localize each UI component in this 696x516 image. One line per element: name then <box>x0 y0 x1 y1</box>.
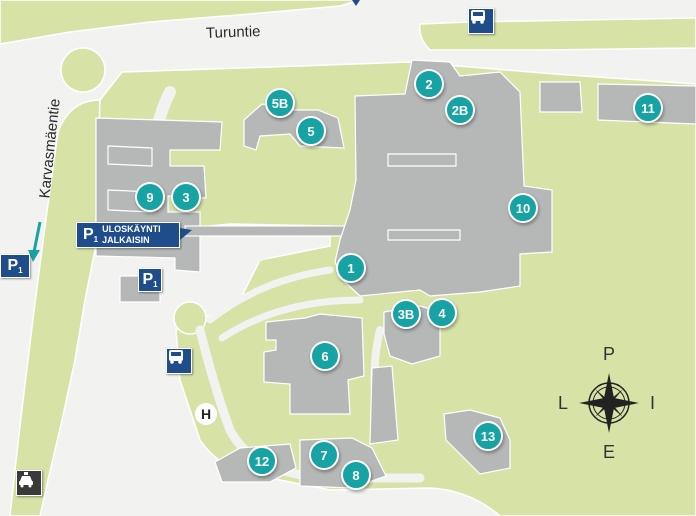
taxi-icon <box>19 472 33 488</box>
parking-sign-left[interactable]: P 1 <box>0 254 30 278</box>
parking-sign-small[interactable]: P 1 <box>138 268 162 292</box>
building-marker-13[interactable]: 13 <box>473 421 503 451</box>
road-parking-lane-1 <box>196 236 324 304</box>
building-marker-5b[interactable]: 5B <box>265 88 295 118</box>
exit-text: ULOSKÄYNTI JALKAISIN <box>102 224 161 246</box>
compass-east-label: I <box>650 393 656 413</box>
building-marker-3[interactable]: 3 <box>171 182 201 212</box>
building-marker-2b[interactable]: 2B <box>445 95 475 125</box>
building-marker-9[interactable]: 9 <box>135 182 165 212</box>
parking-subscript: 1 <box>153 280 158 289</box>
grass-top-right <box>418 17 696 51</box>
building-marker-6[interactable]: 6 <box>310 341 340 371</box>
building-marker-7[interactable]: 7 <box>309 440 339 470</box>
compass-north-label: P <box>603 344 616 364</box>
parking-subscript: 1 <box>93 235 99 244</box>
taxi-stand[interactable] <box>16 470 42 496</box>
building-marker-12[interactable]: 12 <box>247 446 277 476</box>
road-parking-lane-3 <box>218 296 364 342</box>
building-marker-2[interactable]: 2 <box>414 69 444 99</box>
top-arrow-icon <box>352 0 360 6</box>
parking-letter: P <box>83 226 94 243</box>
building-marker-5[interactable]: 5 <box>296 116 326 146</box>
parking-letter: P <box>7 257 19 274</box>
compass-west-label: L <box>558 393 569 413</box>
building-marker-4[interactable]: 4 <box>427 298 457 328</box>
grass-left-strip <box>9 99 101 516</box>
parking-subscript: 1 <box>18 266 23 275</box>
road-south-curve <box>195 325 425 483</box>
bus-stop-middle[interactable] <box>166 348 192 374</box>
building-11-annex <box>539 81 583 113</box>
building-marker-8[interactable]: 8 <box>341 460 371 490</box>
compass-south-label: E <box>603 442 616 462</box>
parking-letter: P <box>142 271 154 288</box>
bus-stop-top[interactable] <box>468 8 494 34</box>
helipad-marker: H <box>195 403 217 425</box>
building-east-strip <box>369 365 399 445</box>
parking-exit-sign[interactable]: P 1 ULOSKÄYNTI JALKAISIN <box>76 222 180 248</box>
road-parking-lane-2 <box>206 266 334 324</box>
bus-icon <box>169 350 183 364</box>
connector-walkway <box>184 225 346 237</box>
exit-text-line-1: ULOSKÄYNTI <box>102 224 161 234</box>
compass-rose-icon <box>579 373 639 433</box>
exit-text-line-2: JALKAISIN <box>102 235 150 245</box>
road-label-turuntie: Turuntie <box>205 23 261 42</box>
building-1-2-10-main <box>334 59 553 297</box>
bus-icon <box>471 10 485 24</box>
building-marker-3b[interactable]: 3B <box>391 299 421 329</box>
building-marker-1[interactable]: 1 <box>336 253 366 283</box>
roundabout-top-island <box>60 47 106 93</box>
building-marker-10[interactable]: 10 <box>508 193 538 223</box>
building-marker-11[interactable]: 11 <box>633 93 663 123</box>
entrance-arrow-icon <box>28 221 42 262</box>
